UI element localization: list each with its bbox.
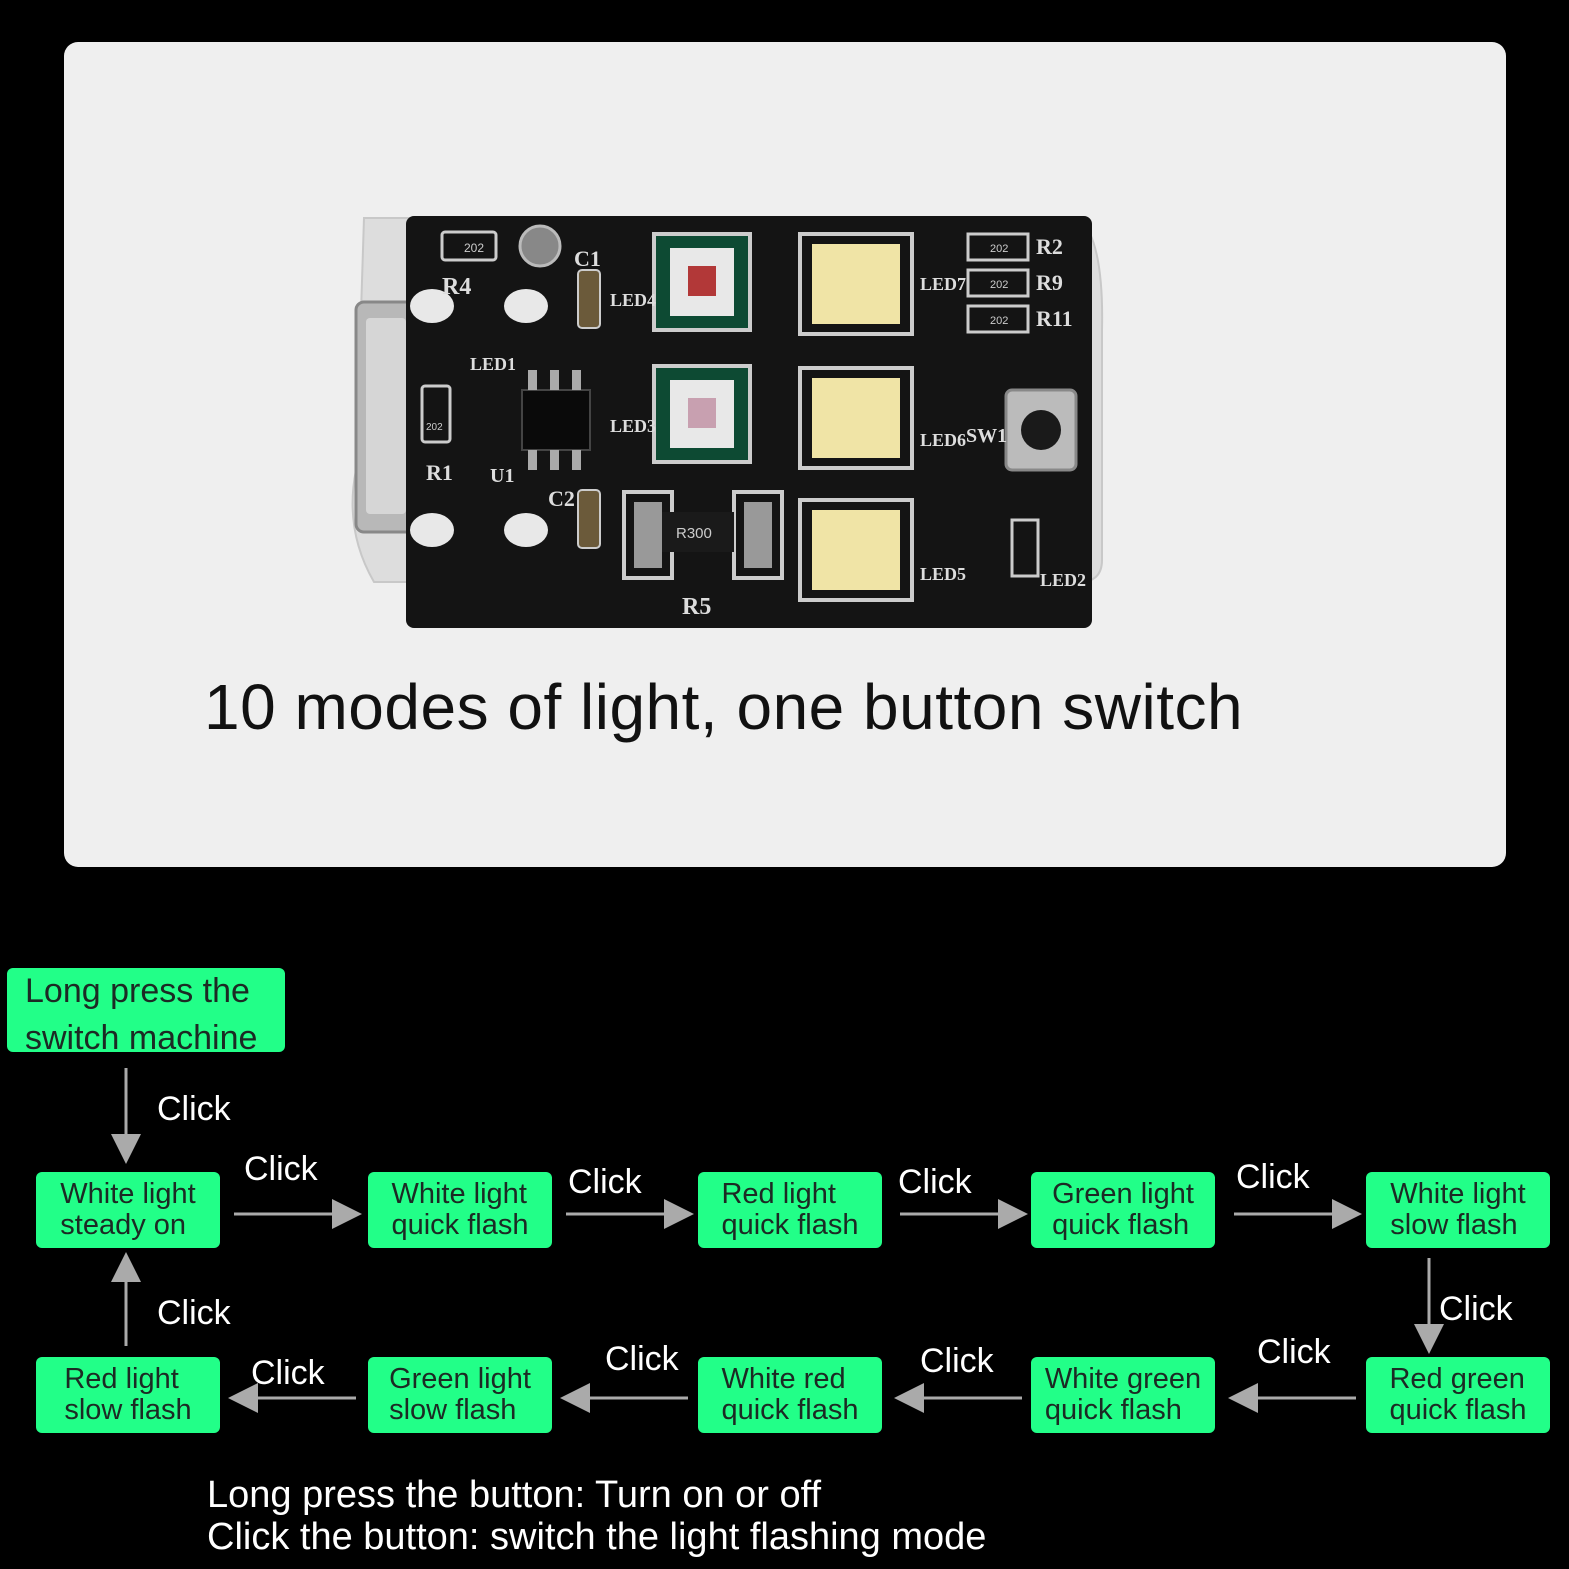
pcb-board-image: 202 R300 R5 bbox=[351, 216, 1104, 628]
instruction-click: Click the button: switch the light flash… bbox=[207, 1516, 987, 1558]
mode-green-slow-flash: Green light slow flash bbox=[368, 1357, 552, 1433]
white-led-column bbox=[798, 232, 914, 602]
svg-text:LED3: LED3 bbox=[610, 416, 656, 436]
click-label: Click bbox=[244, 1150, 318, 1188]
click-label: Click bbox=[898, 1163, 972, 1201]
svg-text:LED4: LED4 bbox=[610, 290, 656, 310]
svg-text:R5: R5 bbox=[682, 594, 711, 620]
svg-text:LED5: LED5 bbox=[920, 564, 966, 584]
click-label: Click bbox=[1236, 1158, 1310, 1196]
click-label: Click bbox=[1257, 1333, 1331, 1371]
svg-text:LED6: LED6 bbox=[920, 430, 966, 450]
click-label: Click bbox=[157, 1090, 231, 1128]
instruction-long-press: Long press the button: Turn on or off bbox=[207, 1474, 822, 1516]
svg-text:C1: C1 bbox=[574, 246, 601, 271]
mode-green-quick-flash: Green light quick flash bbox=[1031, 1172, 1215, 1248]
svg-text:LED7: LED7 bbox=[920, 274, 966, 294]
click-label: Click bbox=[605, 1340, 679, 1378]
click-label: Click bbox=[920, 1342, 994, 1380]
svg-text:R2: R2 bbox=[1036, 234, 1063, 259]
svg-text:LED1: LED1 bbox=[470, 354, 516, 374]
caption-text: 10 modes of light, one button switch bbox=[204, 671, 1244, 743]
svg-text:202: 202 bbox=[426, 422, 443, 433]
svg-text:U1: U1 bbox=[490, 465, 514, 487]
svg-text:202: 202 bbox=[464, 241, 484, 255]
instructions: Long press the button: Turn on or off Cl… bbox=[207, 1474, 986, 1558]
click-label: Click bbox=[157, 1294, 231, 1332]
product-panel: 202 R300 R5 bbox=[64, 42, 1506, 867]
mode-red-green-quick-flash: Red green quick flash bbox=[1366, 1357, 1550, 1433]
click-label: Click bbox=[251, 1354, 325, 1392]
click-label: Click bbox=[1439, 1290, 1513, 1328]
svg-text:R4: R4 bbox=[442, 274, 471, 300]
mode-white-slow-flash: White light slow flash bbox=[1366, 1172, 1550, 1248]
svg-text:R9: R9 bbox=[1036, 270, 1063, 295]
mode-white-green-quick-flash: White green quick flash bbox=[1031, 1357, 1215, 1433]
mode-white-steady: White light steady on bbox=[36, 1172, 220, 1248]
svg-text:C2: C2 bbox=[548, 486, 575, 511]
svg-text:R1: R1 bbox=[426, 460, 453, 485]
svg-text:R11: R11 bbox=[1036, 306, 1073, 331]
svg-text:202: 202 bbox=[990, 243, 1008, 255]
svg-text:SW1: SW1 bbox=[966, 425, 1007, 447]
svg-text:202: 202 bbox=[990, 279, 1008, 291]
svg-text:LED2: LED2 bbox=[1040, 570, 1086, 590]
svg-text:202: 202 bbox=[990, 315, 1008, 327]
mode-red-quick-flash: Red light quick flash bbox=[698, 1172, 882, 1248]
mode-white-red-quick-flash: White red quick flash bbox=[698, 1357, 882, 1433]
start-box: Long press the switch machine bbox=[7, 968, 285, 1057]
click-label: Click bbox=[568, 1163, 642, 1201]
mode-white-quick-flash: White light quick flash bbox=[368, 1172, 552, 1248]
mode-red-slow-flash: Red light slow flash bbox=[36, 1357, 220, 1433]
svg-text:R300: R300 bbox=[676, 525, 712, 542]
